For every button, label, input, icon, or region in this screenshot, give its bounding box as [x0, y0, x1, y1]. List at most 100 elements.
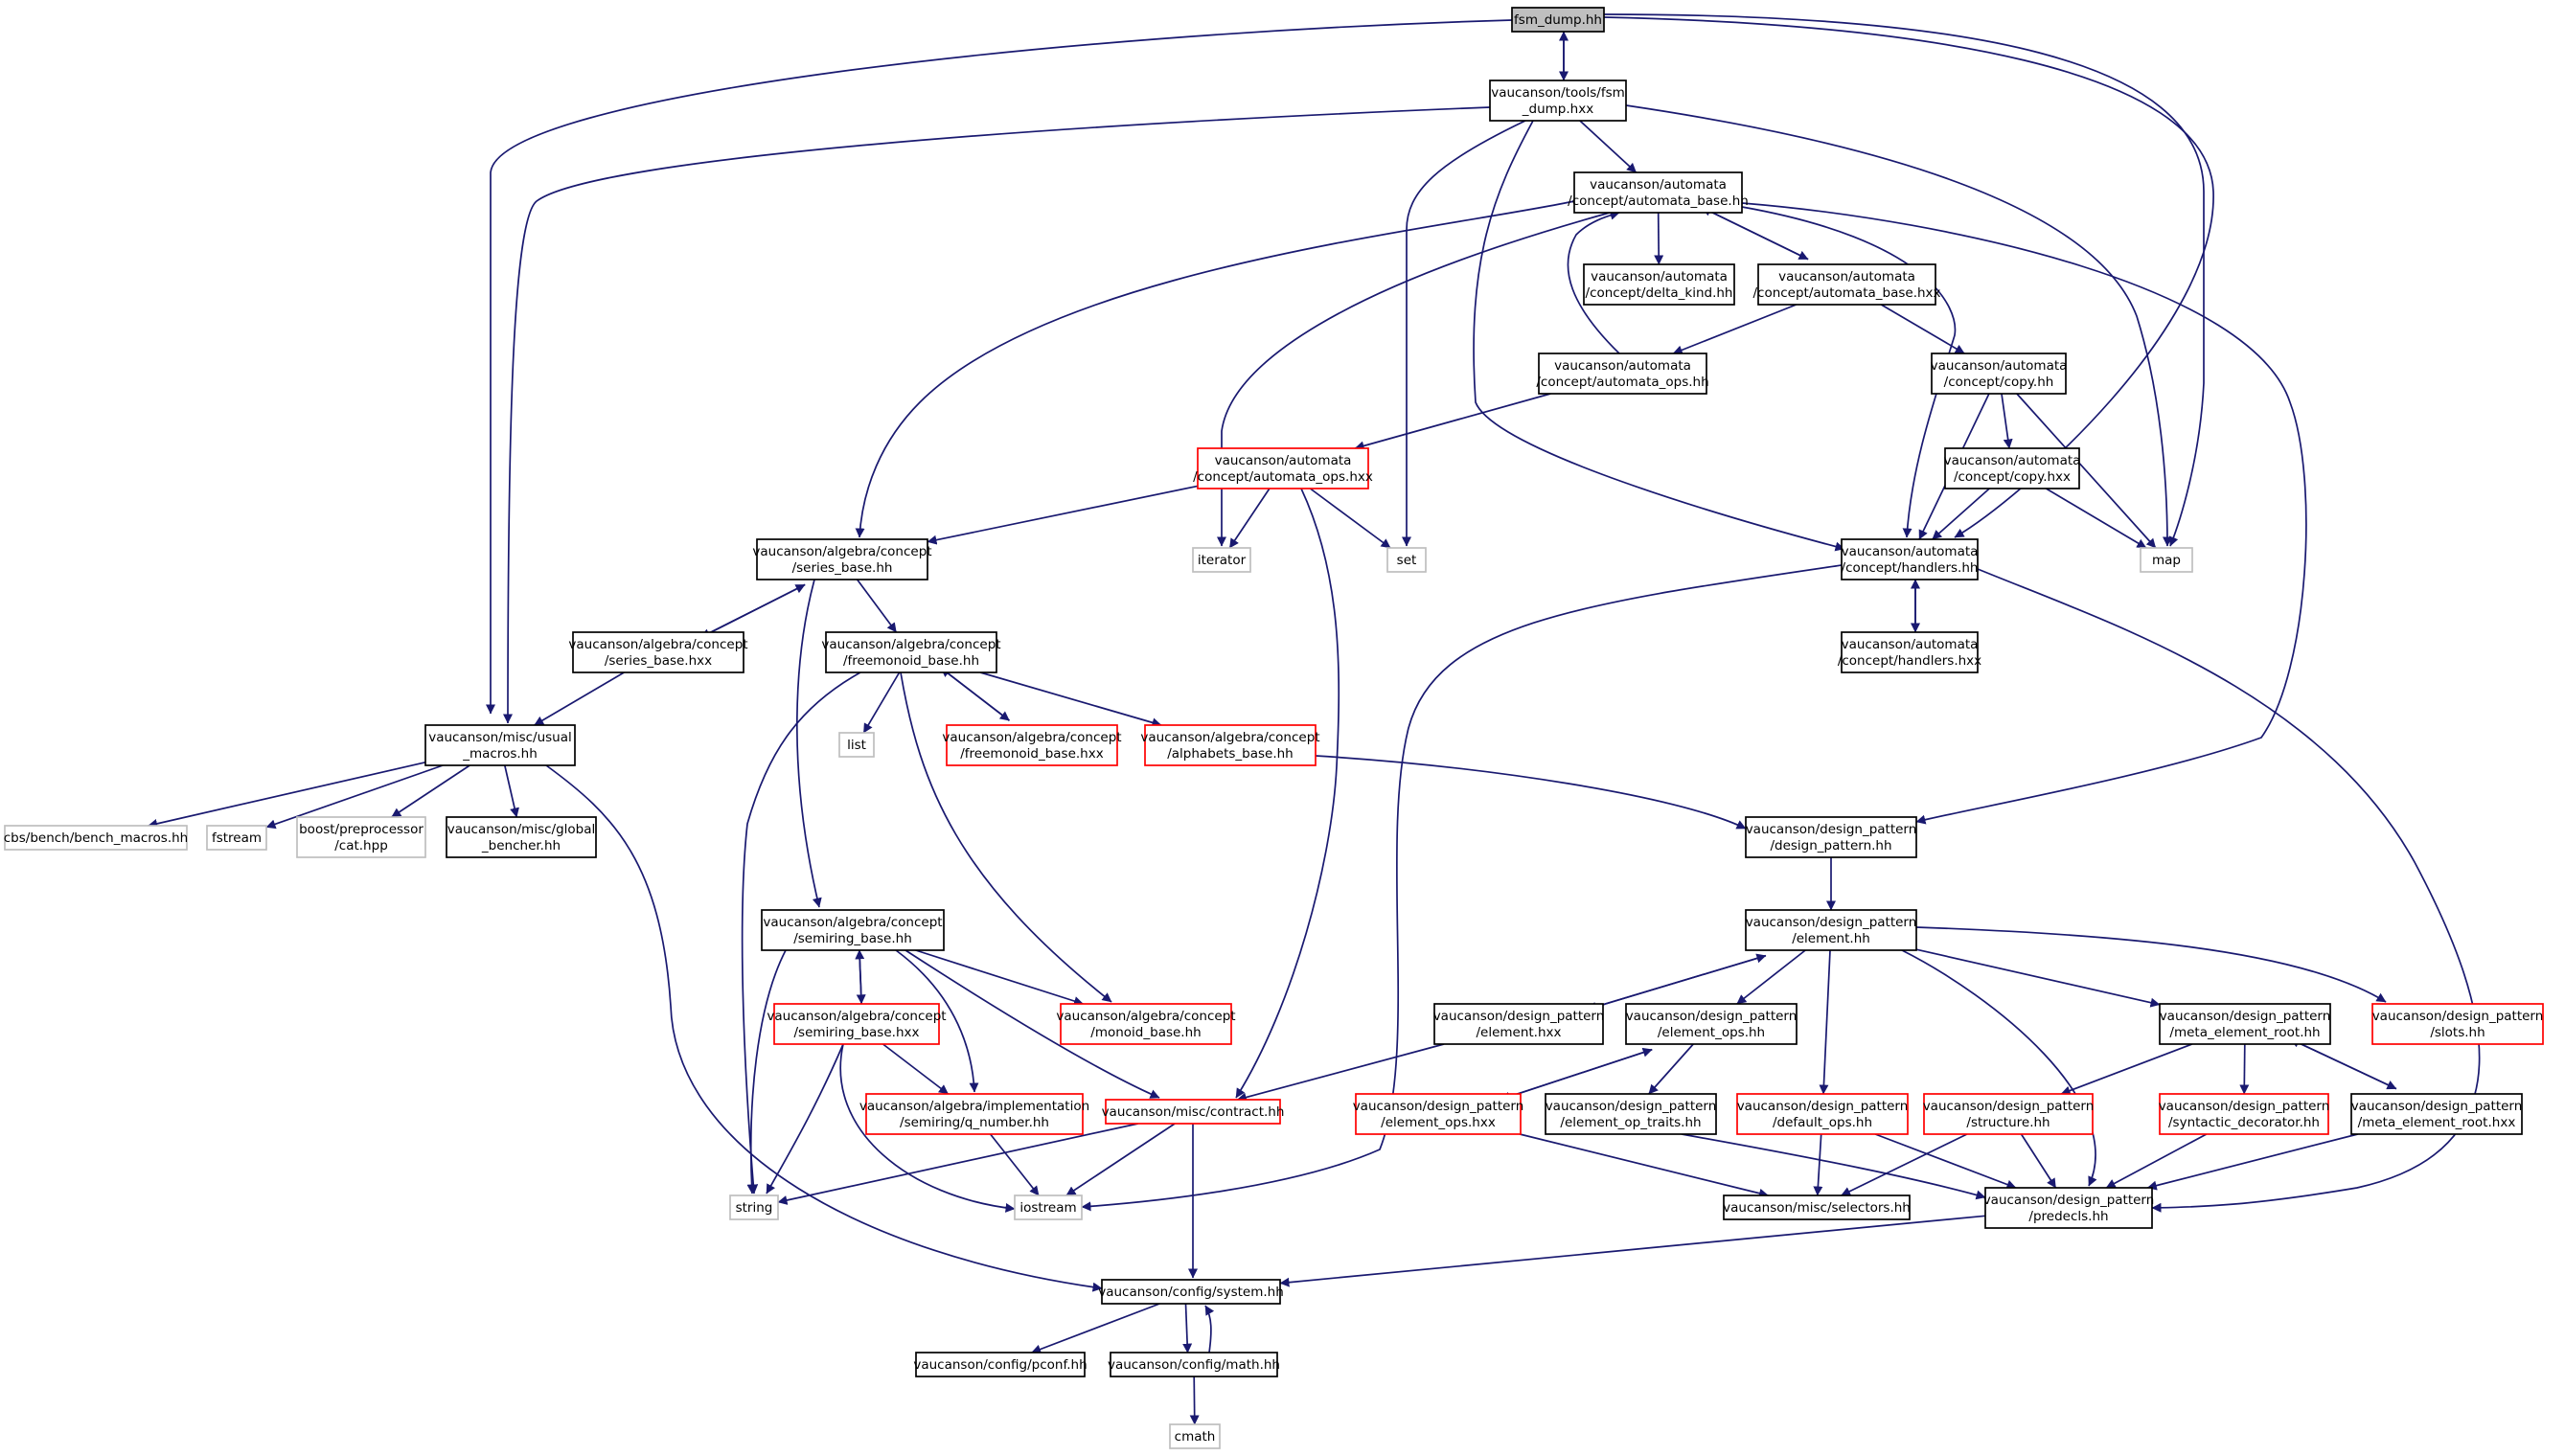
node-element-hxx[interactable]: vaucanson/design_pattern/element.hxx	[1433, 1003, 1605, 1045]
node-math-hh[interactable]: vaucanson/config/math.hh	[1108, 1352, 1280, 1377]
node-label-line: /meta_element_root.hxx	[2358, 1115, 2516, 1130]
node-structure-hh[interactable]: vaucanson/design_pattern/structure.hh	[1923, 1093, 2095, 1135]
node-element-op-traits-hh[interactable]: vaucanson/design_pattern/element_op_trai…	[1545, 1093, 1717, 1135]
edge-line	[1813, 1133, 1823, 1196]
edge-line	[1402, 120, 1526, 547]
node-semiring-base-hh[interactable]: vaucanson/algebra/concept/semiring_base.…	[761, 909, 945, 951]
edge-line	[979, 671, 1162, 728]
node-predecls-hh[interactable]: vaucanson/design_pattern/predecls.hh	[1983, 1187, 2155, 1229]
edge-line	[1279, 1215, 1986, 1287]
edge-line	[1874, 1133, 2017, 1190]
node-box	[1745, 909, 1917, 951]
node-label-line: /concept/copy.hh	[1944, 375, 2054, 390]
edge-line	[1500, 1047, 1653, 1101]
edge-element-hh-to-meta-element-root-hh	[1915, 948, 2161, 1008]
node-label-line: vaucanson/design_pattern	[1923, 1099, 2095, 1114]
node-automata-ops-hxx[interactable]: vaucanson/automata/concept/automata_ops.…	[1193, 447, 1373, 489]
node-pconf-hh[interactable]: vaucanson/config/pconf.hh	[913, 1352, 1088, 1377]
node-label-line: vaucanson/misc/selectors.hh	[1723, 1200, 1911, 1216]
node-syntactic-decorator-hh[interactable]: vaucanson/design_pattern/syntactic_decor…	[2159, 1093, 2330, 1135]
node-usual-macros-hh[interactable]: vaucanson/misc/usual_macros.hh	[424, 724, 576, 766]
node-element-hh[interactable]: vaucanson/design_pattern/element.hh	[1745, 909, 1917, 951]
edge-line	[1915, 948, 2161, 1008]
edge-system-hh-to-pconf-hh	[1031, 1303, 1160, 1354]
node-freemonoid-base-hh[interactable]: vaucanson/algebra/concept/freemonoid_bas…	[821, 631, 1001, 673]
node-automata-ops-hh[interactable]: vaucanson/automata/concept/automata_ops.…	[1536, 353, 1709, 395]
node-fsm-dump-hxx[interactable]: vaucanson/tools/fsm_dump.hxx	[1489, 80, 1627, 122]
edge-math-hh-to-cmath	[1189, 1376, 1200, 1425]
node-box	[2350, 1093, 2523, 1135]
edge-line	[486, 19, 1513, 715]
edge-automata-ops-hxx-to-series-base-hh	[927, 485, 1199, 545]
node-label-line: _macros.hh	[462, 746, 538, 762]
edge-line	[1519, 1133, 1769, 1198]
node-layer: fsm_dump.hh vaucanson/tools/fsm_dump.hxxv…	[4, 7, 2544, 1449]
edge-automata-ops-hxx-to-iterator	[1228, 488, 1271, 549]
node-automata-base-hh[interactable]: vaucanson/automata/concept/automata_base…	[1568, 171, 1749, 214]
edge-line	[2016, 393, 2157, 549]
node-box	[1841, 631, 1979, 673]
node-label-line: /element_ops.hh	[1658, 1025, 1765, 1040]
edge-line	[905, 949, 1160, 1099]
edge-line	[1567, 210, 1620, 354]
node-copy-hh[interactable]: vaucanson/automata/concept/copy.hh	[1931, 353, 2068, 395]
node-alphabets-base-hh[interactable]: vaucanson/algebra/concept/alphabets_base…	[1140, 724, 1320, 766]
node-label-line: vaucanson/config/system.hh	[1098, 1285, 1284, 1300]
edge-fsm-dump-hxx-to-set	[1402, 120, 1526, 547]
node-label-line: vaucanson/misc/global	[447, 822, 596, 837]
edge-line	[1579, 120, 1637, 173]
node-label-line: /concept/automata_base.hh	[1568, 193, 1749, 209]
node-label-line: fstream	[212, 830, 262, 846]
node-box	[1169, 1423, 1221, 1449]
node-box	[1101, 1279, 1281, 1305]
node-meta-element-root-hh[interactable]: vaucanson/design_pattern/meta_element_ro…	[2159, 1003, 2331, 1045]
node-global-bencher-hh[interactable]: vaucanson/misc/global_bencher.hh	[446, 816, 597, 858]
edge-automata-ops-hh-to-automata-ops-hxx	[1354, 393, 1551, 451]
node-series-base-hh[interactable]: vaucanson/algebra/concept/series_base.hh	[752, 538, 932, 580]
edge-semiring-base-hh-to-string	[746, 949, 787, 1194]
edge-predecls-hh-to-system-hh	[1279, 1215, 1986, 1287]
node-label-line: cbs/bench/bench_macros.hh	[4, 830, 189, 846]
node-label-line: vaucanson/automata	[1554, 358, 1691, 374]
node-semiring-base-hxx[interactable]: vaucanson/algebra/concept/semiring_base.…	[767, 1003, 947, 1045]
node-meta-element-root-hxx[interactable]: vaucanson/design_pattern/meta_element_ro…	[2350, 1093, 2523, 1135]
edge-automata-base-hh-to-delta-kind-hh	[1654, 212, 1664, 265]
node-label-line: vaucanson/design_pattern	[1353, 1099, 1524, 1114]
edge-freemonoid-base-hh-to-string	[741, 671, 861, 1194]
node-label-line: /structure.hh	[1966, 1115, 2050, 1130]
node-series-base-hxx[interactable]: vaucanson/algebra/concept/series_base.hx…	[568, 631, 748, 673]
node-q-number-hh[interactable]: vaucanson/algebra/implementation/semirin…	[859, 1093, 1089, 1135]
node-design-pattern-hh[interactable]: vaucanson/design_pattern/design_pattern.…	[1745, 816, 1917, 858]
node-monoid-base-hh[interactable]: vaucanson/algebra/concept/monoid_base.hh	[1056, 1003, 1236, 1045]
node-label-line: _bencher.hh	[481, 838, 561, 853]
node-fsm-dump-hh[interactable]: fsm_dump.hh	[1511, 7, 1605, 33]
node-element-ops-hh[interactable]: vaucanson/design_pattern/element_ops.hh	[1625, 1003, 1798, 1045]
node-default-ops-hh[interactable]: vaucanson/design_pattern/default_ops.hh	[1736, 1093, 1909, 1135]
edge-automata-base-hxx-to-copy-hh	[1880, 304, 1965, 354]
node-label-line: fsm_dump.hh	[1514, 12, 1602, 28]
node-box	[1105, 1099, 1281, 1125]
edge-line	[1654, 212, 1664, 265]
node-contract-hh[interactable]: vaucanson/misc/contract.hh	[1102, 1099, 1285, 1125]
node-label-line: /concept/automata_base.hxx	[1752, 285, 1940, 301]
node-label-line: iterator	[1198, 553, 1247, 568]
edge-usual-macros-hh-to-cat-hpp	[391, 764, 470, 818]
node-system-hh[interactable]: vaucanson/config/system.hh	[1098, 1279, 1284, 1305]
edge-element-hh-to-element-ops-hh	[1736, 949, 1806, 1005]
node-element-ops-hxx[interactable]: vaucanson/design_pattern/element_ops.hxx	[1353, 1093, 1524, 1135]
node-label-line: vaucanson/config/pconf.hh	[913, 1357, 1087, 1373]
node-box	[1625, 1003, 1798, 1045]
edge-semiring-base-hh-to-contract-hh	[905, 949, 1160, 1099]
edge-line	[1473, 120, 1845, 552]
node-freemonoid-base-hxx[interactable]: vaucanson/algebra/concept/freemonoid_bas…	[942, 724, 1122, 766]
node-box	[1745, 816, 1917, 858]
node-delta-kind-hh[interactable]: vaucanson/automata/concept/delta_kind.hh	[1583, 263, 1735, 306]
node-label-line: vaucanson/design_pattern	[1983, 1193, 2155, 1208]
node-copy-hxx[interactable]: vaucanson/automata/concept/copy.hxx	[1944, 447, 2081, 489]
node-slots-hh[interactable]: vaucanson/design_pattern/slots.hh	[2371, 1003, 2544, 1045]
edge-line	[1819, 949, 1831, 1095]
node-handlers-hh[interactable]: vaucanson/automata/concept/handlers.hh	[1841, 538, 1979, 580]
node-handlers-hxx[interactable]: vaucanson/automata/concept/handlers.hxx	[1838, 631, 1981, 673]
node-selectors-hh[interactable]: vaucanson/misc/selectors.hh	[1723, 1194, 1911, 1220]
node-automata-base-hxx[interactable]: vaucanson/automata/concept/automata_base…	[1752, 263, 1941, 306]
